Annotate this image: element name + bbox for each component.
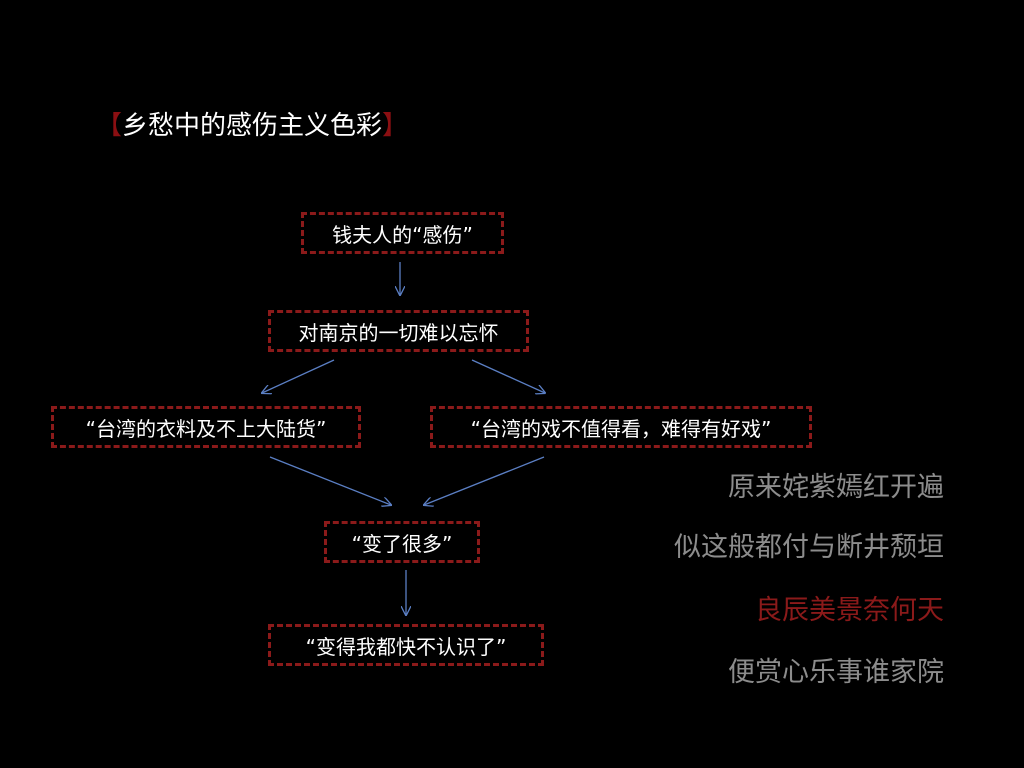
poem-line-3: 良辰美景奈何天 [755,595,944,626]
arrow-n2-n4 [471,359,545,393]
page-title: 【乡愁中的感伤主义色彩】 [96,106,408,146]
poem-line-2: 似这般都付与断井颓垣 [674,532,944,563]
title-open-bracket: 【 [96,111,123,141]
node-taiwan-opera: “台湾的戏不值得看，难得有好戏” [430,406,812,448]
poem-line-1: 原来姹紫嫣红开遍 [728,472,944,503]
poem-line-4: 便赏心乐事谁家院 [728,657,944,688]
arrow-n2-n3 [262,359,335,393]
node-taiwan-fabric: “台湾的衣料及不上大陆货” [51,406,361,448]
arrow-n3-n5 [269,456,391,505]
title-close-bracket: 】 [382,111,409,141]
title-text: 乡愁中的感伤主义色彩 [122,111,383,141]
node-changed-a-lot: “变了很多” [324,521,480,563]
node-unrecognizable: “变得我都快不认识了” [268,624,544,666]
node-nanjing-memory: 对南京的一切难以忘怀 [268,310,529,352]
arrow-n4-n5 [424,456,545,505]
node-qian-furen-sentiment: 钱夫人的“感伤” [301,212,504,254]
